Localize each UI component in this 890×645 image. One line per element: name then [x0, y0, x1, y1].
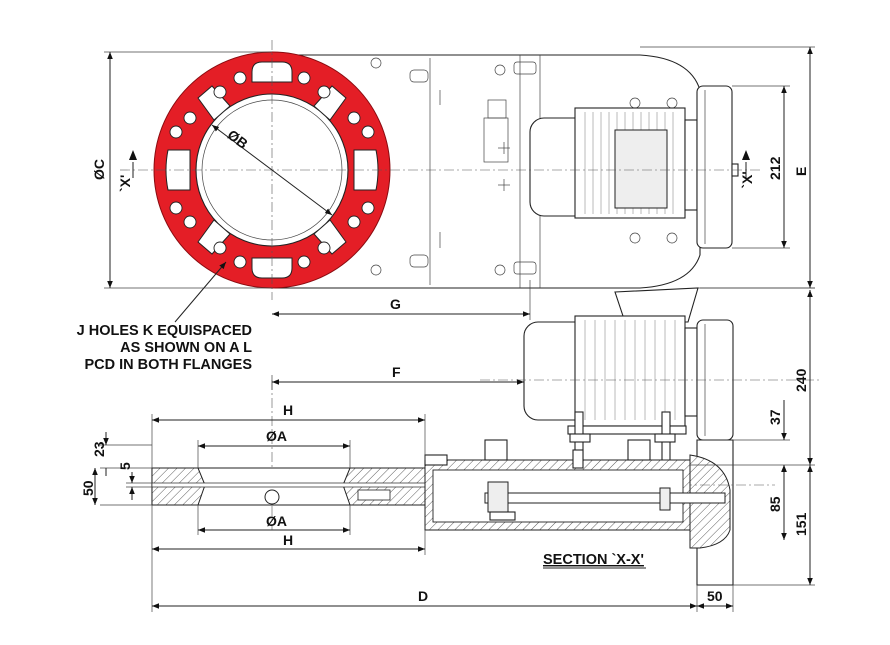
dim-5-label: 5 [117, 462, 133, 470]
svg-text:`X': `X' [117, 175, 133, 192]
dim-37-label: 37 [767, 409, 783, 425]
section-title: SECTION `X-X' [543, 552, 644, 568]
dim-h-bottom-label: H [283, 532, 293, 548]
dim-d-label: D [418, 588, 428, 604]
dim-e-label: E [793, 167, 809, 176]
dia-c-label: ØC [91, 159, 107, 180]
svg-text:`X': `X' [739, 171, 755, 188]
svg-text:PCD IN BOTH FLANGES: PCD IN BOTH FLANGES [84, 357, 252, 373]
dim-212-label: 212 [767, 156, 783, 180]
holes-note: J HOLES K EQUISPACED AS SHOWN ON A L PCD… [77, 323, 253, 373]
motor-plan [529, 85, 739, 249]
section-mark-left: `X' [117, 150, 137, 192]
svg-text:AS SHOWN ON A L: AS SHOWN ON A L [120, 340, 252, 356]
dim-151-label: 151 [793, 512, 809, 536]
gate-pin [264, 489, 280, 505]
plan-view: ØB ØC `X' `X' 212 E G [91, 40, 815, 320]
section-view: H ØA ØA H F 23 5 50 [80, 287, 820, 612]
dim-g-label: G [390, 296, 401, 312]
dim-240-label: 240 [793, 368, 809, 392]
dim-h-top-label: H [283, 402, 293, 418]
spindle [484, 492, 726, 504]
section-mark-right: `X' [739, 150, 755, 189]
dia-a-bottom-label: ØA [266, 513, 287, 529]
svg-text:J HOLES K EQUISPACED: J HOLES K EQUISPACED [77, 323, 252, 339]
dim-50-bottom-label: 50 [707, 588, 723, 604]
dim-85-label: 85 [767, 496, 783, 512]
dia-a-top-label: ØA [266, 428, 287, 444]
flange-bolt-holes [169, 71, 375, 269]
dim-f-label: F [392, 364, 401, 380]
motor-side [523, 287, 734, 463]
dim-50-left-label: 50 [80, 480, 96, 496]
dim-23-label: 23 [91, 441, 107, 457]
plate-bolts [370, 57, 678, 276]
